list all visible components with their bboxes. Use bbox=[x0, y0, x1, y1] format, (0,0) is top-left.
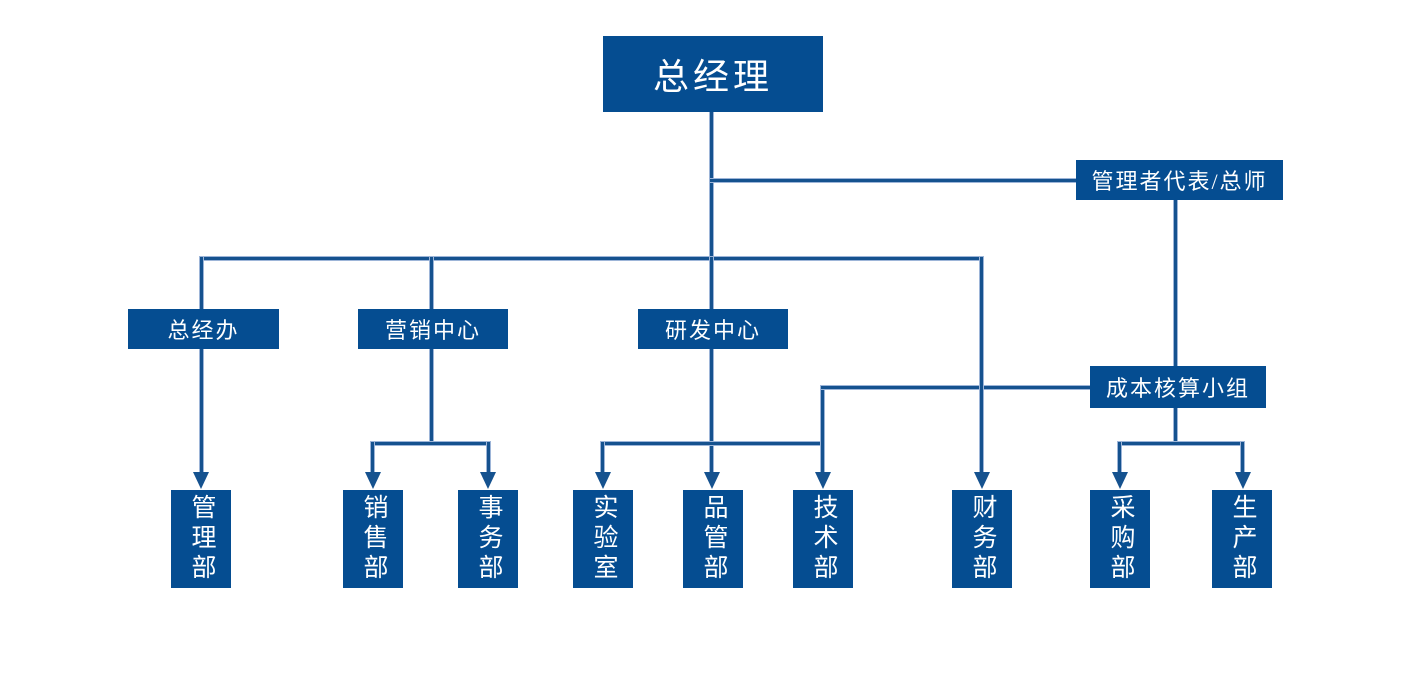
arrow-quality-dept bbox=[704, 472, 720, 489]
connector-rd-branch bbox=[710, 257, 713, 474]
node-purchasing-dept: 采购部 bbox=[1090, 490, 1150, 588]
connector-lab-drop bbox=[601, 442, 604, 474]
node-marketing-center: 营销中心 bbox=[358, 309, 508, 349]
connector-cost-link bbox=[821, 386, 1090, 389]
connector-finance-drop bbox=[980, 257, 983, 474]
node-management-representative: 管理者代表/总师 bbox=[1076, 160, 1283, 200]
node-gm-office: 总经办 bbox=[128, 309, 279, 349]
arrow-management-dept bbox=[193, 472, 209, 489]
arrow-sales-dept bbox=[365, 472, 381, 489]
arrow-purchasing-dept bbox=[1112, 472, 1128, 489]
connector-affairs-drop bbox=[487, 442, 490, 474]
connector-marketing-split bbox=[371, 442, 490, 445]
node-general-manager: 总经理 bbox=[603, 36, 823, 112]
node-laboratory: 实验室 bbox=[573, 490, 633, 588]
connector-rd-split bbox=[601, 442, 824, 445]
connector-tech-drop bbox=[821, 387, 824, 474]
connector-production-drop bbox=[1241, 442, 1244, 474]
connector-office-branch bbox=[200, 257, 203, 474]
node-sales-dept: 销售部 bbox=[343, 490, 403, 588]
connector-root-drop bbox=[710, 112, 713, 257]
arrow-finance-dept bbox=[974, 472, 990, 489]
arrow-laboratory bbox=[595, 472, 611, 489]
node-management-dept: 管理部 bbox=[171, 490, 231, 588]
connector-purchasing-drop bbox=[1118, 442, 1121, 474]
connector-sales-drop bbox=[371, 442, 374, 474]
arrow-affairs-dept bbox=[480, 472, 496, 489]
connector-root-to-rep bbox=[710, 179, 1076, 182]
node-cost-accounting: 成本核算小组 bbox=[1090, 366, 1266, 408]
connector-rep-to-cost bbox=[1174, 200, 1177, 366]
connector-cost-split bbox=[1118, 442, 1244, 445]
connector-marketing-branch bbox=[430, 257, 433, 442]
arrow-production-dept bbox=[1235, 472, 1251, 489]
node-production-dept: 生产部 bbox=[1212, 490, 1272, 588]
connector-main-rail bbox=[200, 257, 983, 260]
node-finance-dept: 财务部 bbox=[952, 490, 1012, 588]
connector-cost-drop bbox=[1174, 408, 1177, 442]
node-technology-dept: 技术部 bbox=[793, 490, 853, 588]
node-affairs-dept: 事务部 bbox=[458, 490, 518, 588]
arrow-technology-dept bbox=[815, 472, 831, 489]
node-rd-center: 研发中心 bbox=[638, 309, 788, 349]
node-quality-dept: 品管部 bbox=[683, 490, 743, 588]
